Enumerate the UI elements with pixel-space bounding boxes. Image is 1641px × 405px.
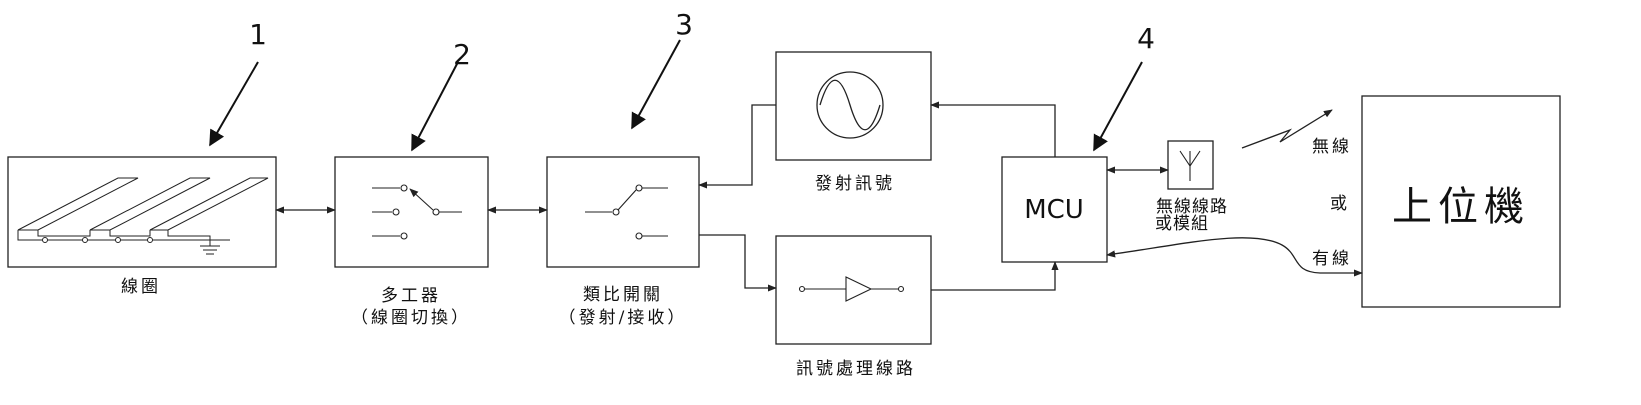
amplifier-icon [800, 277, 904, 301]
processing-to-mcu-line [931, 262, 1055, 290]
callout-3: 3 [675, 8, 693, 41]
callout-2-arrow [412, 62, 458, 150]
wireless-label-line2: 或模組 [1155, 214, 1209, 234]
link-wireless-label: 無線 [1312, 137, 1352, 157]
analog-switch-label: 類比開關 [583, 285, 663, 305]
link-or-label: 或 [1330, 194, 1350, 214]
analog-switch-icon [585, 185, 668, 239]
mux-block [335, 157, 488, 267]
callout-1-arrow [210, 62, 258, 145]
mux-switch-icon [372, 185, 462, 239]
coil-icon [18, 178, 268, 254]
coil-label: 線圈 [121, 277, 161, 297]
callout-1: 1 [249, 18, 267, 51]
coil-block [8, 157, 276, 267]
link-wired-label: 有線 [1312, 249, 1352, 269]
mux-label: 多工器 [381, 286, 441, 306]
callout-4: 4 [1137, 22, 1155, 55]
mux-sublabel: （線圈切換） [351, 308, 471, 328]
callout-2: 2 [453, 38, 471, 71]
sine-source-icon [817, 72, 883, 138]
transmit-block [776, 52, 931, 160]
callout-4-arrow [1094, 62, 1142, 150]
antenna-icon [1180, 151, 1200, 181]
host-label: 上位機 [1392, 184, 1530, 230]
analog-switch-block [547, 157, 699, 267]
transmit-label: 發射訊號 [815, 174, 895, 194]
switch-to-processing-line [699, 235, 776, 288]
processing-label: 訊號處理線路 [796, 359, 916, 379]
analog-switch-sublabel: （發射/接收） [559, 308, 688, 328]
callout-3-arrow [632, 40, 680, 128]
transmit-to-switch-line [699, 105, 776, 185]
mcu-label: MCU [1024, 195, 1084, 225]
mcu-to-transmit-line [931, 105, 1055, 157]
